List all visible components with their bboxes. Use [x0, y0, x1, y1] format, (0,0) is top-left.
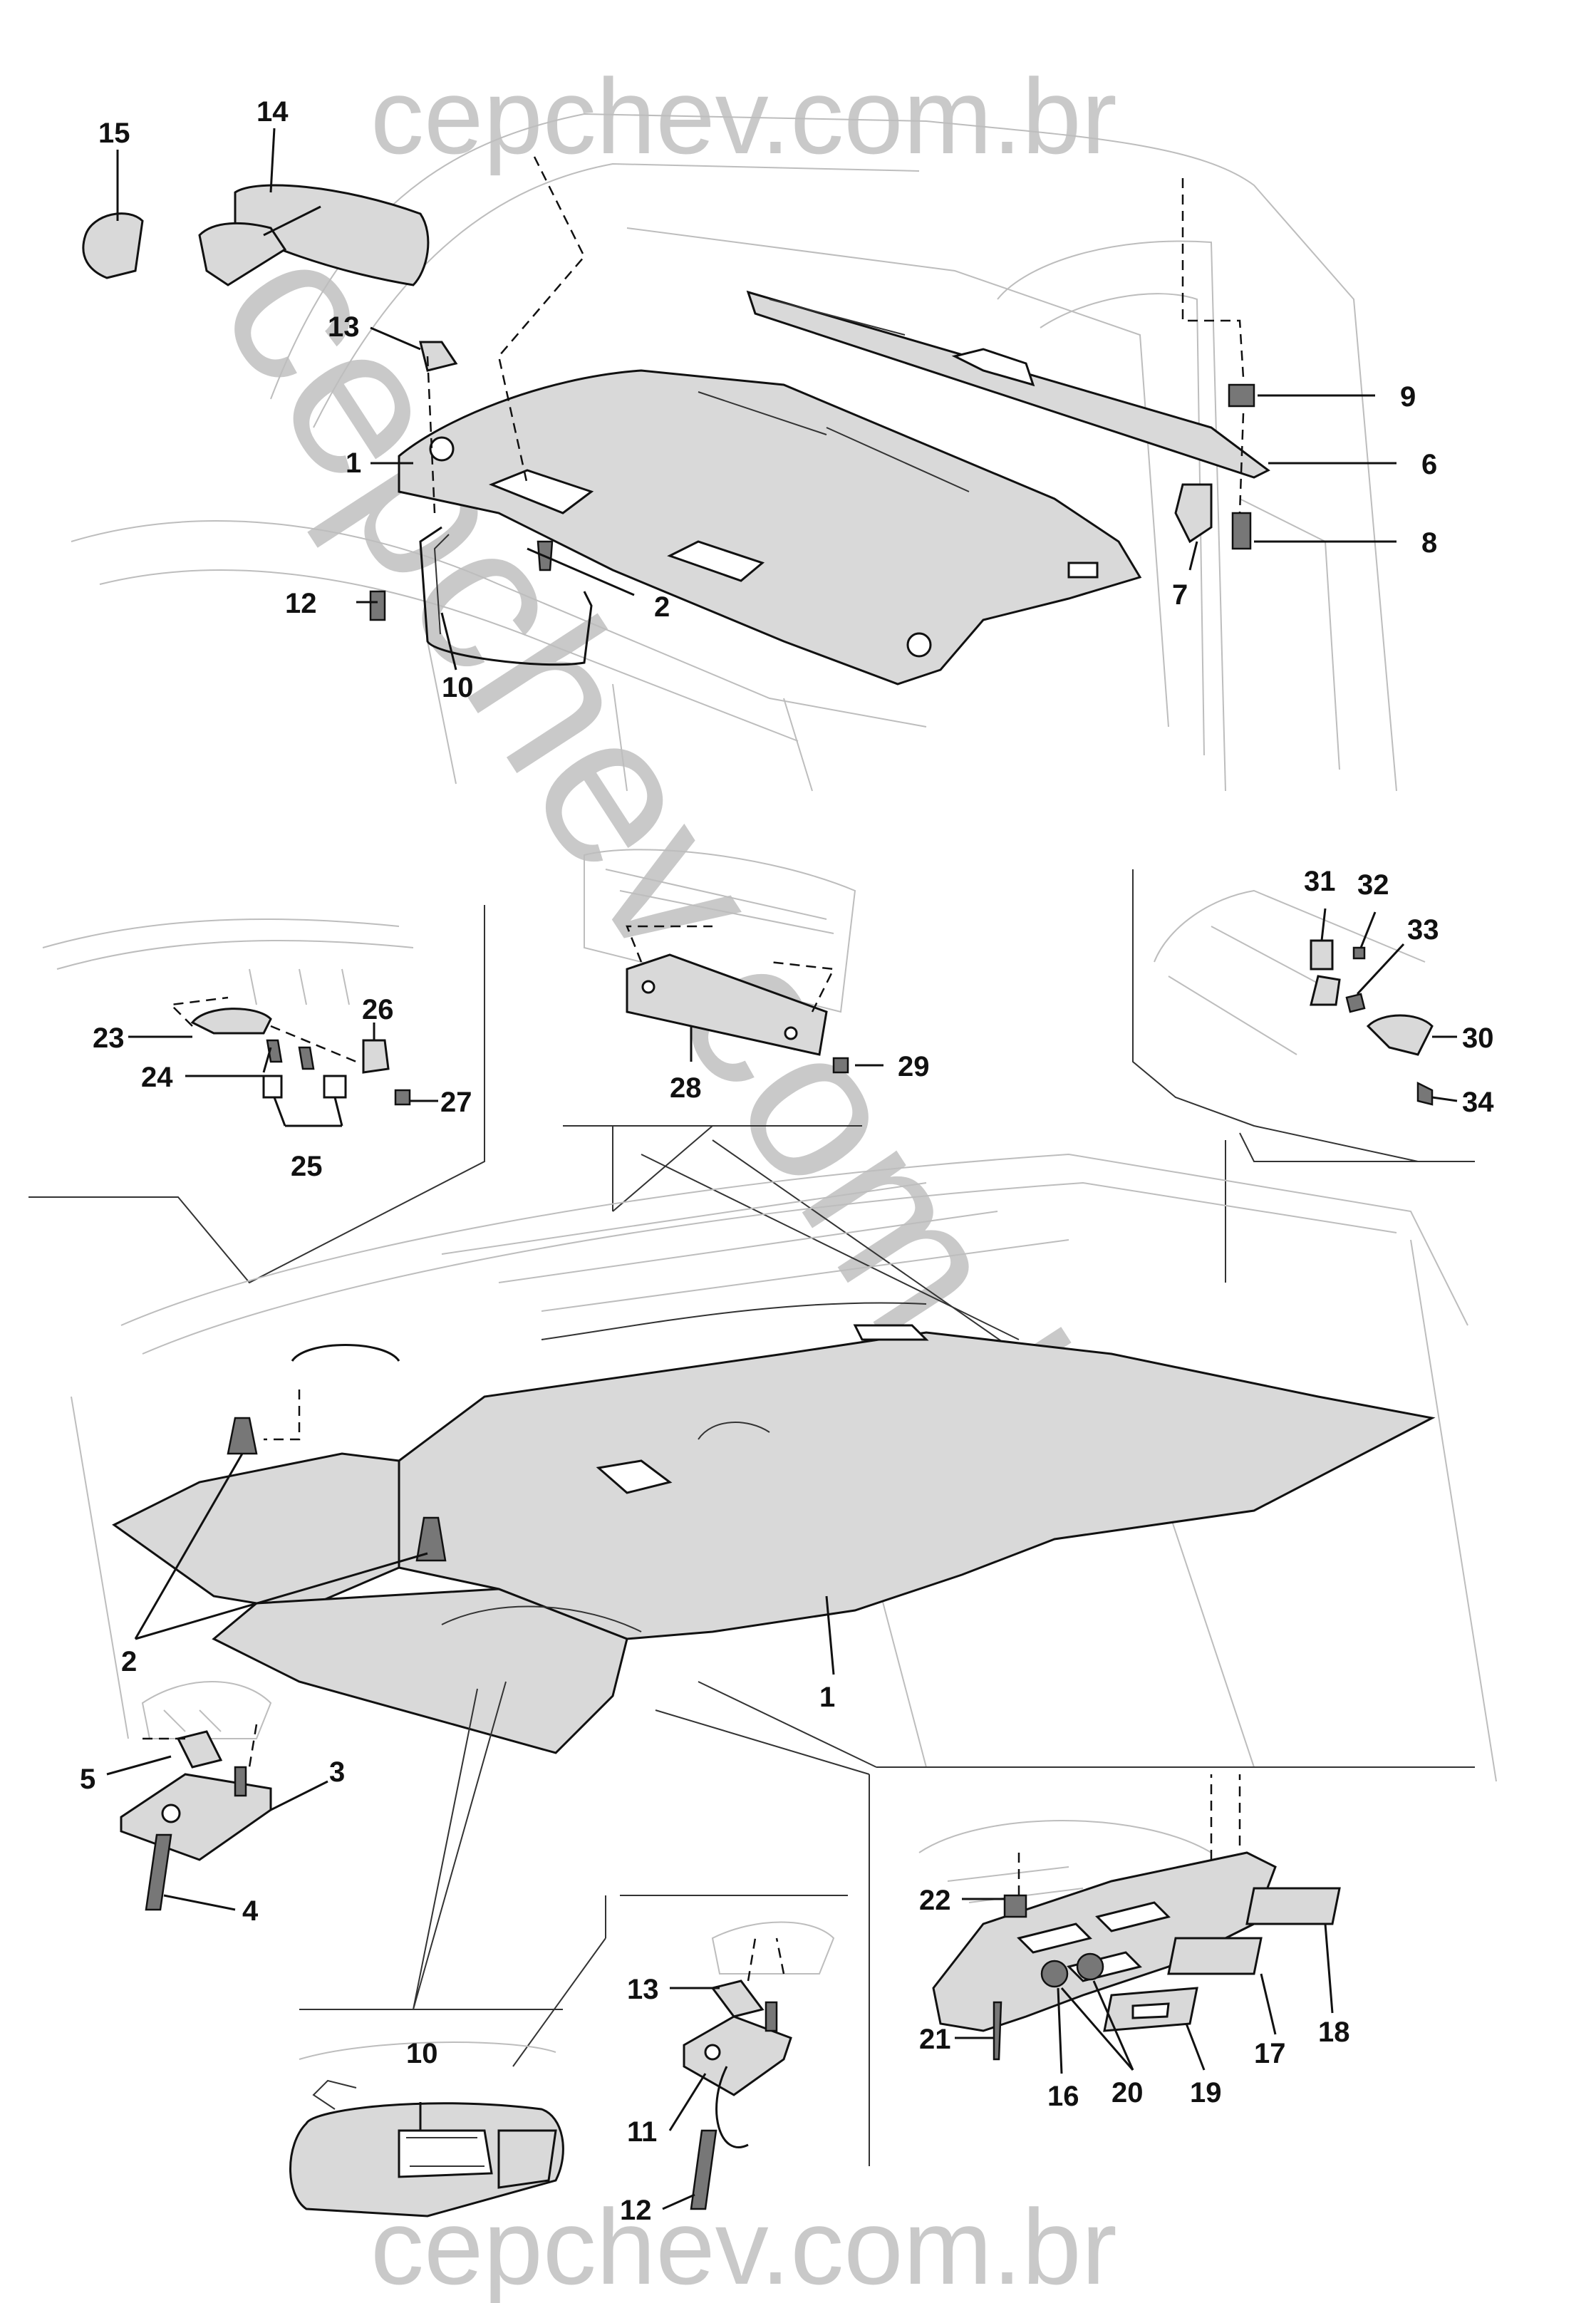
callout-23: 23: [93, 1023, 125, 1054]
detail-visor-mount: [662, 1921, 835, 2210]
rear-header-bar: [746, 290, 1270, 479]
detail-overhead-console: [918, 1774, 1341, 2074]
callout-31: 31: [1304, 866, 1336, 897]
detail-bracket-28: [584, 849, 884, 1074]
callout-29: 29: [898, 1051, 930, 1082]
callout-15: 15: [98, 118, 130, 149]
callout-4: 4: [242, 1895, 259, 1927]
top-fasteners: [369, 341, 1255, 621]
detail-visor-hinge: [106, 1681, 328, 1911]
callout-18: 18: [1318, 2017, 1350, 2048]
callout-1-mid: 1: [819, 1682, 835, 1713]
callout-12-top: 12: [285, 588, 317, 619]
box-console-frame: [655, 1681, 1475, 2166]
callout-11: 11: [627, 2116, 657, 2148]
callout-20: 20: [1112, 2077, 1144, 2108]
box-left-frame: [28, 905, 485, 1284]
callout-22: 22: [919, 1885, 951, 1916]
watermark-bottom: cepchev.com.br: [370, 2187, 1117, 2303]
callout-1-top: 1: [346, 447, 361, 479]
callout-24: 24: [141, 1062, 173, 1093]
mid-leader-lines: [134, 1453, 835, 1675]
callout-14: 14: [256, 96, 289, 128]
callout-3: 3: [329, 1756, 345, 1788]
callout-numbers: 15 14 13 1 12 2 10 9 6 8 7 26 23 24 27 2…: [80, 96, 1494, 2226]
rear-shelf-panel: [398, 369, 1142, 685]
callout-13-bot: 13: [627, 1974, 659, 2005]
callout-8: 8: [1421, 527, 1437, 559]
roof-headliner: [71, 1153, 1497, 1782]
pointer-sunvisor: [299, 1681, 848, 2067]
callout-32: 32: [1357, 869, 1389, 901]
callout-7: 7: [1172, 579, 1188, 611]
detail-assist-handle: [42, 918, 438, 1127]
callout-2-mid: 2: [121, 1646, 137, 1677]
detail-coat-hook: [1154, 889, 1458, 1106]
callout-34: 34: [1462, 1087, 1494, 1118]
sun-visor: [289, 2041, 564, 2217]
top-dashed-leaders: [426, 156, 1245, 514]
pointer-wedges: [563, 1125, 1226, 1369]
callout-13-top: 13: [328, 311, 360, 343]
box-right-frame: [1132, 869, 1475, 1162]
callout-16: 16: [1047, 2081, 1079, 2112]
callout-17: 17: [1254, 2038, 1286, 2069]
callout-19: 19: [1190, 2077, 1222, 2108]
callout-30: 30: [1462, 1023, 1494, 1054]
callout-5: 5: [80, 1764, 95, 1795]
callout-6: 6: [1421, 449, 1437, 480]
rearview-mirror: [198, 184, 430, 286]
callout-28: 28: [670, 1072, 702, 1104]
sun-visor-rod: [419, 526, 593, 666]
callout-21: 21: [919, 2024, 951, 2055]
callout-33: 33: [1407, 914, 1439, 946]
mirror-cover: [82, 212, 144, 279]
callout-12-bot: 12: [620, 2195, 652, 2226]
callout-9: 9: [1400, 381, 1416, 413]
callout-10-top: 10: [442, 672, 474, 703]
callout-25: 25: [291, 1151, 323, 1182]
callout-2-top: 2: [654, 591, 670, 623]
callout-27: 27: [440, 1087, 472, 1118]
callout-10-bot: 10: [406, 2038, 438, 2069]
top-leader-lines: [116, 128, 1396, 671]
callout-26: 26: [362, 994, 394, 1025]
watermark-top: cepchev.com.br: [370, 56, 1117, 176]
